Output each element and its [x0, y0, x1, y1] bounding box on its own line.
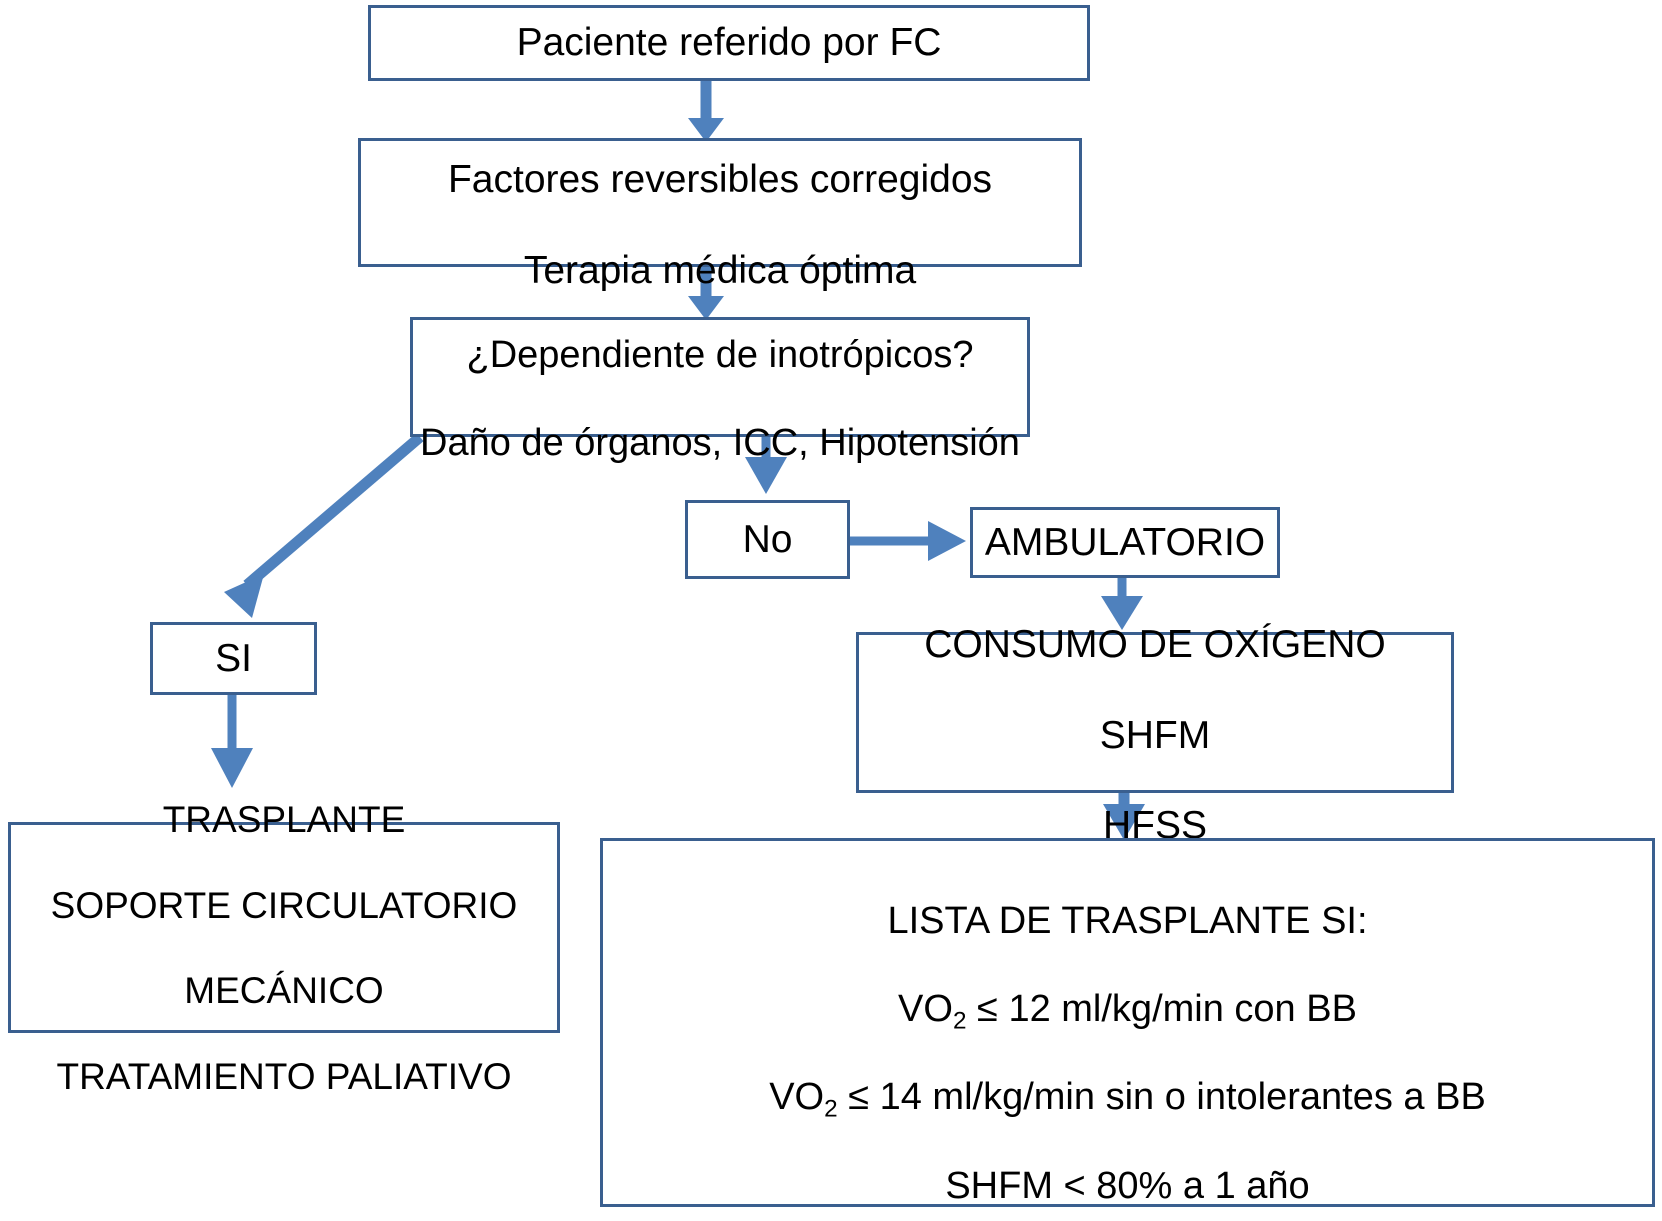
ambulatorio-label: AMBULATORIO: [984, 520, 1266, 564]
lista-trasplante-line1: LISTA DE TRASPLANTE SI:: [887, 900, 1368, 943]
vo2-criteria-1: ≤ 12 ml/kg/min con BB: [966, 988, 1357, 1031]
vo2-subscript-1: 2: [952, 1007, 967, 1035]
no-box[interactable]: No: [685, 500, 850, 579]
trasplante-soporte-box[interactable]: TRASPLANTE SOPORTE CIRCULATORIO MECÁNICO…: [8, 799, 560, 1097]
trasplante-soporte-line2: SOPORTE CIRCULATORIO: [50, 884, 518, 926]
ambulatorio-box[interactable]: AMBULATORIO: [970, 507, 1280, 578]
lista-trasplante-line2: VO2 ≤ 12 ml/kg/min con BB: [898, 988, 1357, 1033]
factores-reversibles-line2: Terapia médica óptima: [523, 248, 917, 292]
trasplante-soporte-line4: TRATAMIENTO PALIATIVO: [56, 1056, 512, 1098]
paciente-referido-label: Paciente referido por FC: [516, 21, 942, 65]
edge-no-to-ambulatorio: [850, 521, 966, 561]
trasplante-soporte-line1: TRASPLANTE: [162, 798, 406, 840]
dependiente-inotropicos-line2: Daño de órganos, ICC, Hipotensión: [420, 422, 1020, 465]
vo2-criteria-2: ≤ 14 ml/kg/min sin o intolerantes a BB: [837, 1076, 1486, 1119]
consumo-oxigeno-box[interactable]: CONSUMO DE OXÍGENO SHFM HFSS: [856, 623, 1454, 847]
lista-trasplante-line4: SHFM < 80% a 1 año: [945, 1164, 1310, 1207]
consumo-oxigeno-line1: CONSUMO DE OXÍGENO: [924, 623, 1386, 667]
vo2-label-1: VO: [898, 988, 953, 1031]
vo2-label-2: VO: [769, 1076, 825, 1119]
dependiente-inotropicos-line1: ¿Dependiente de inotrópicos?: [466, 333, 974, 376]
lista-trasplante-box[interactable]: LISTA DE TRASPLANTE SI: VO2 ≤ 12 ml/kg/m…: [600, 838, 1655, 1207]
si-box[interactable]: SI: [150, 622, 317, 695]
factores-reversibles-box[interactable]: Factores reversibles corregidos Terapia …: [358, 138, 1082, 292]
factores-reversibles-line1: Factores reversibles corregidos: [447, 158, 993, 202]
dependiente-inotropicos-box[interactable]: ¿Dependiente de inotrópicos? Daño de órg…: [410, 317, 1030, 464]
trasplante-soporte-line3: MECÁNICO: [184, 970, 384, 1012]
paciente-referido-box[interactable]: Paciente referido por FC: [368, 5, 1090, 81]
no-label: No: [742, 517, 793, 561]
lista-trasplante-line3: VO2 ≤ 14 ml/kg/min sin o intolerantes a …: [769, 1076, 1486, 1121]
edge-dependiente-to-si: [224, 432, 424, 618]
si-label: SI: [215, 636, 252, 680]
consumo-oxigeno-line2: SHFM: [1099, 713, 1211, 757]
vo2-subscript-2: 2: [824, 1095, 838, 1123]
